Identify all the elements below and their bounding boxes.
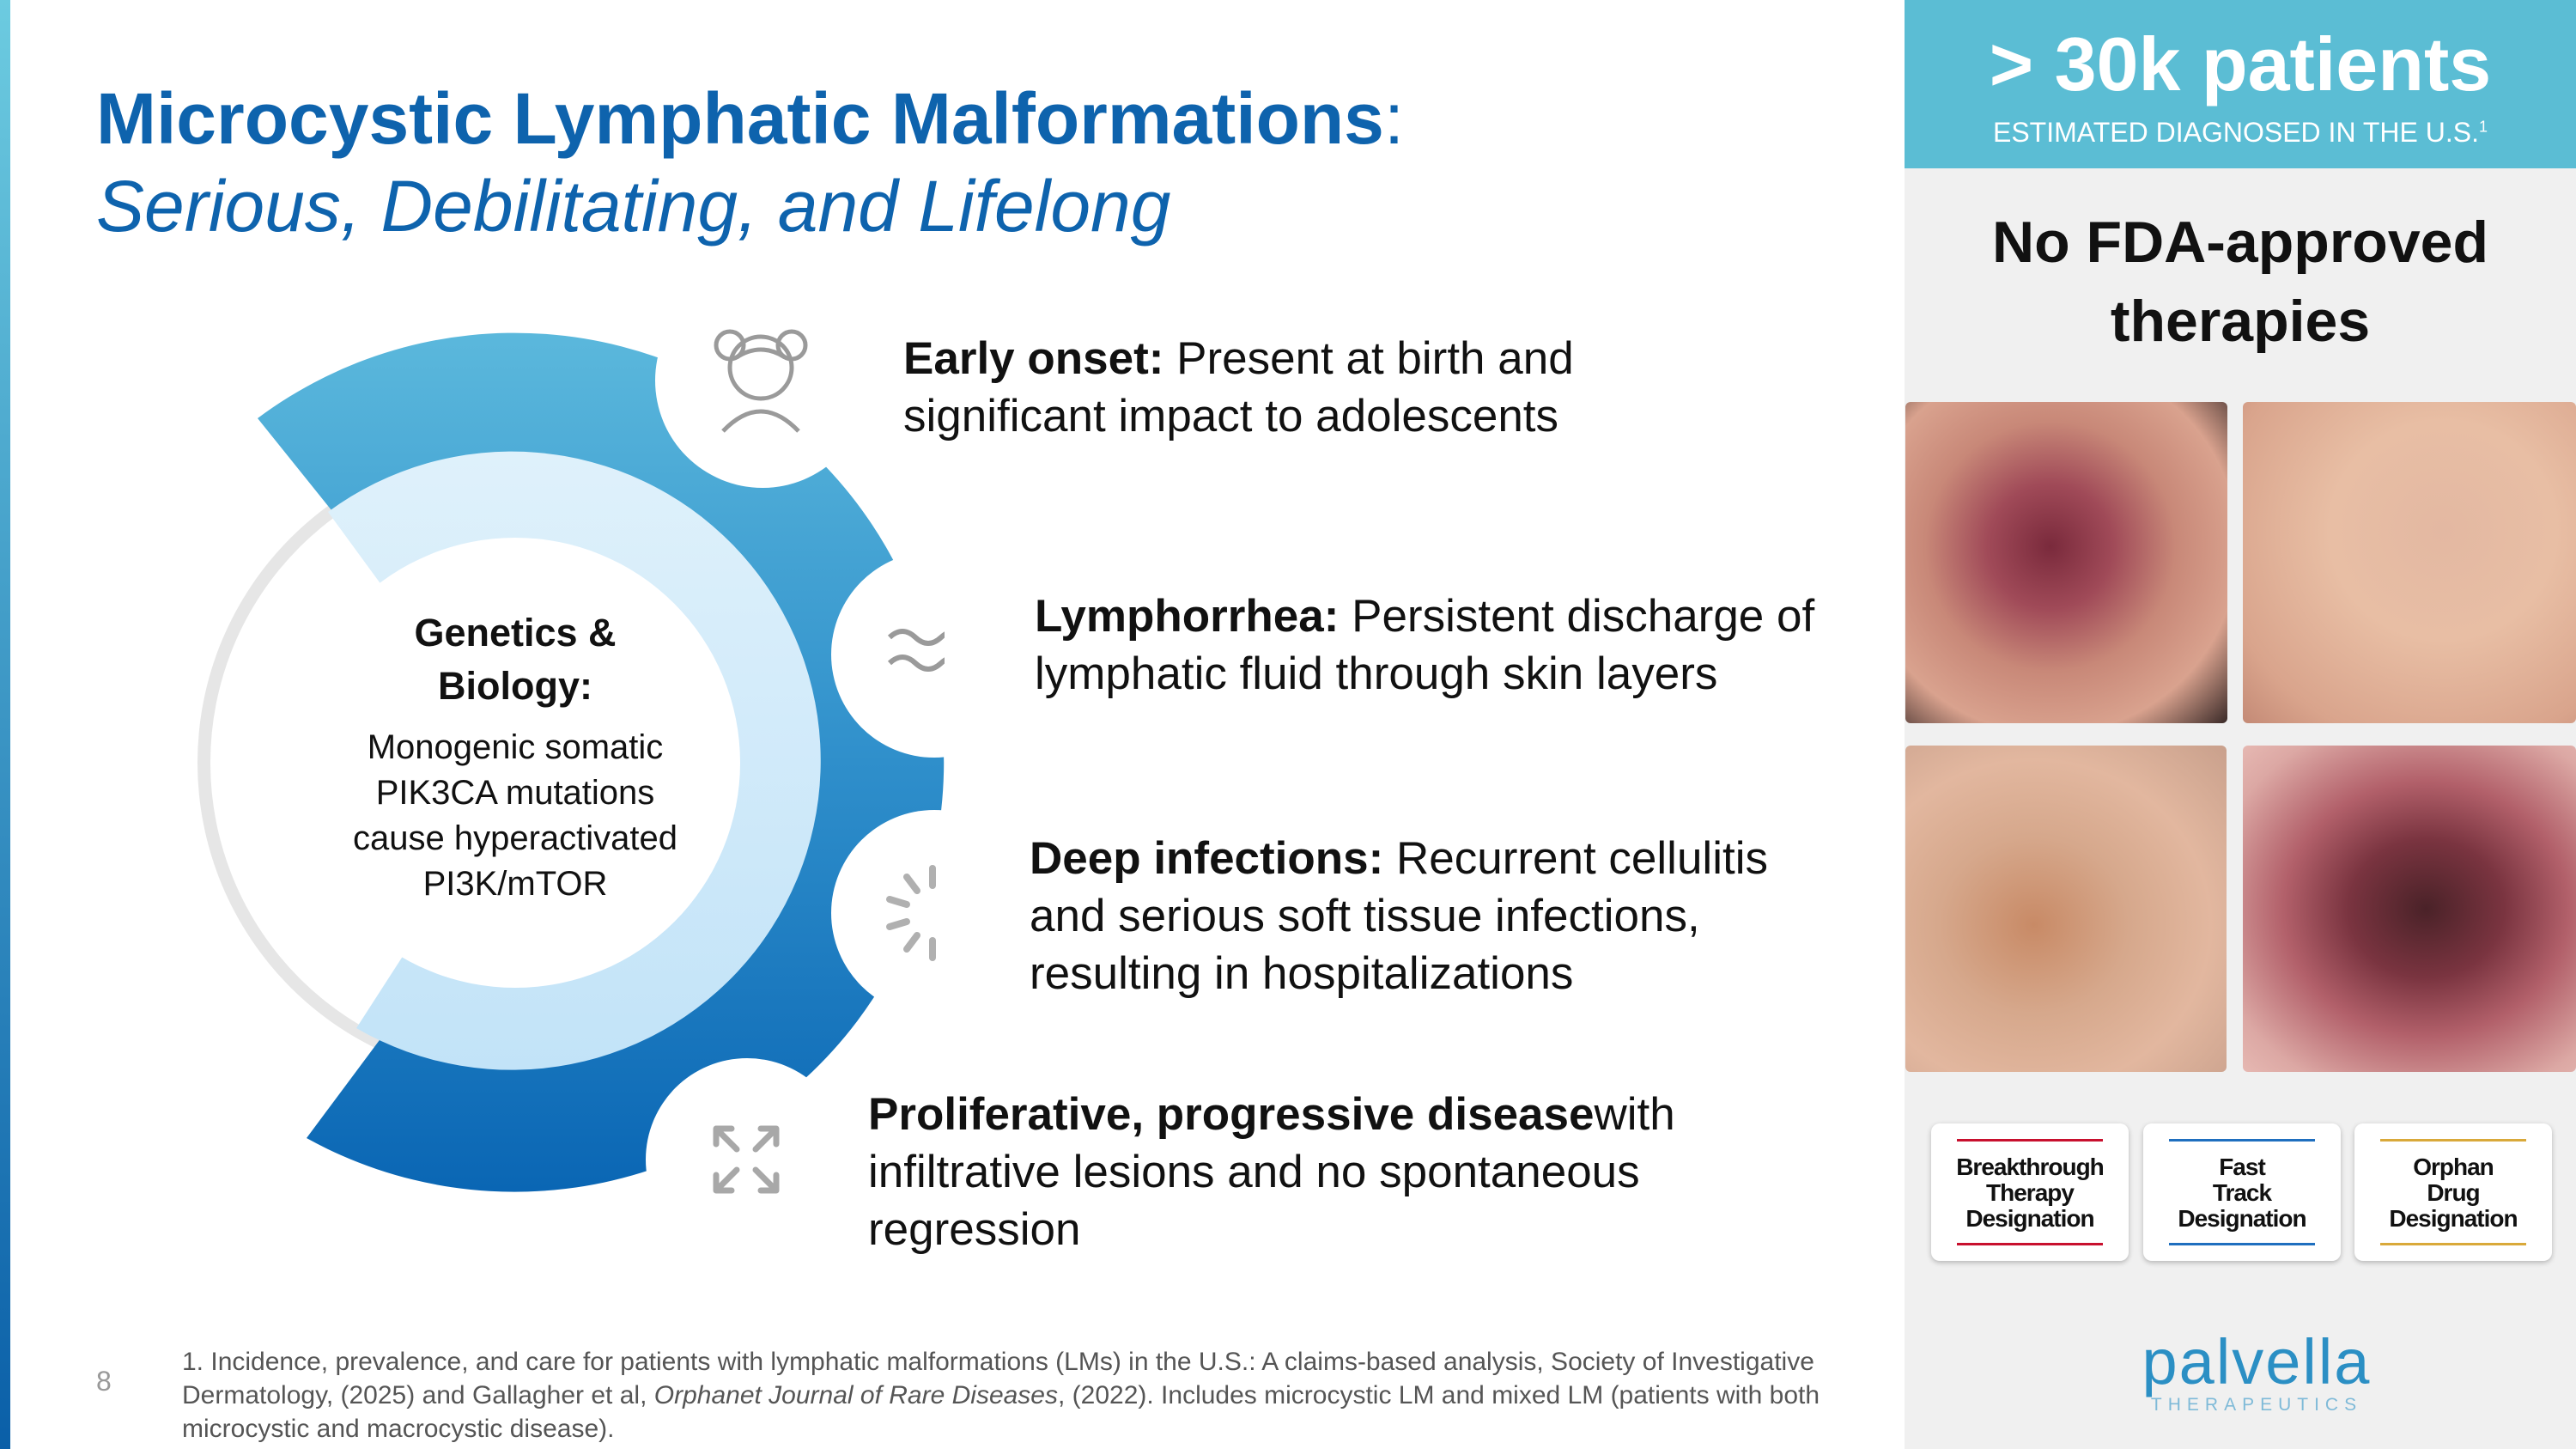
- left-accent-bar: [0, 0, 10, 1449]
- disease-ring-diagram: [197, 273, 945, 1261]
- outer-blue-arc: [258, 332, 945, 1192]
- center-heading: Genetics & Biology:: [414, 611, 617, 708]
- center-body-text: Monogenic somatic PIK3CA mutations cause…: [352, 728, 677, 903]
- spinner-icon: [886, 865, 936, 961]
- notch-1: [655, 273, 870, 488]
- notch-3: [831, 810, 945, 1016]
- page-title: Microcystic Lymphatic Malformations:: [96, 78, 1405, 159]
- no-fda-approved-text: No FDA-approved therapies: [1992, 210, 2488, 354]
- stat-box: [1905, 0, 2576, 168]
- palvella-logo-subtitle: THERAPEUTICS: [2150, 1395, 2363, 1415]
- page-subtitle: Serious, Debilitating, and Lifelong: [96, 166, 1171, 247]
- lesion-photo-3: [1905, 746, 2227, 1072]
- page-number: 8: [96, 1366, 112, 1397]
- lesion-photo-2: [2243, 402, 2576, 723]
- feature-early-onset: Early onset: Present at birth and signif…: [903, 333, 1574, 441]
- stat-caption: ESTIMATED DIAGNOSED IN THE U.S.1: [1992, 117, 2488, 148]
- feature-deep-infections: Deep infections: Recurrent cellulitis an…: [1030, 833, 1768, 999]
- notch-2: [831, 551, 945, 758]
- lesion-photo-1: [1905, 402, 2227, 723]
- expand-arrows-icon: [713, 1125, 780, 1194]
- notch-4: [646, 1058, 848, 1261]
- center-circle: [290, 538, 740, 988]
- feature-lymphorrhea: Lymphorrhea: Persistent discharge of lym…: [1035, 591, 1815, 699]
- feature-progressive-disease: Proliferative, progressive diseasewith i…: [868, 1089, 1675, 1255]
- lesion-photo-4: [2243, 746, 2576, 1072]
- footnote: 1. Incidence, prevalence, and care for p…: [182, 1348, 1820, 1443]
- waves-icon: [887, 629, 945, 672]
- stat-patients: > 30k patients: [1989, 21, 2492, 107]
- girl-face-icon: [714, 329, 808, 433]
- palvella-logo: palvella: [2142, 1326, 2372, 1397]
